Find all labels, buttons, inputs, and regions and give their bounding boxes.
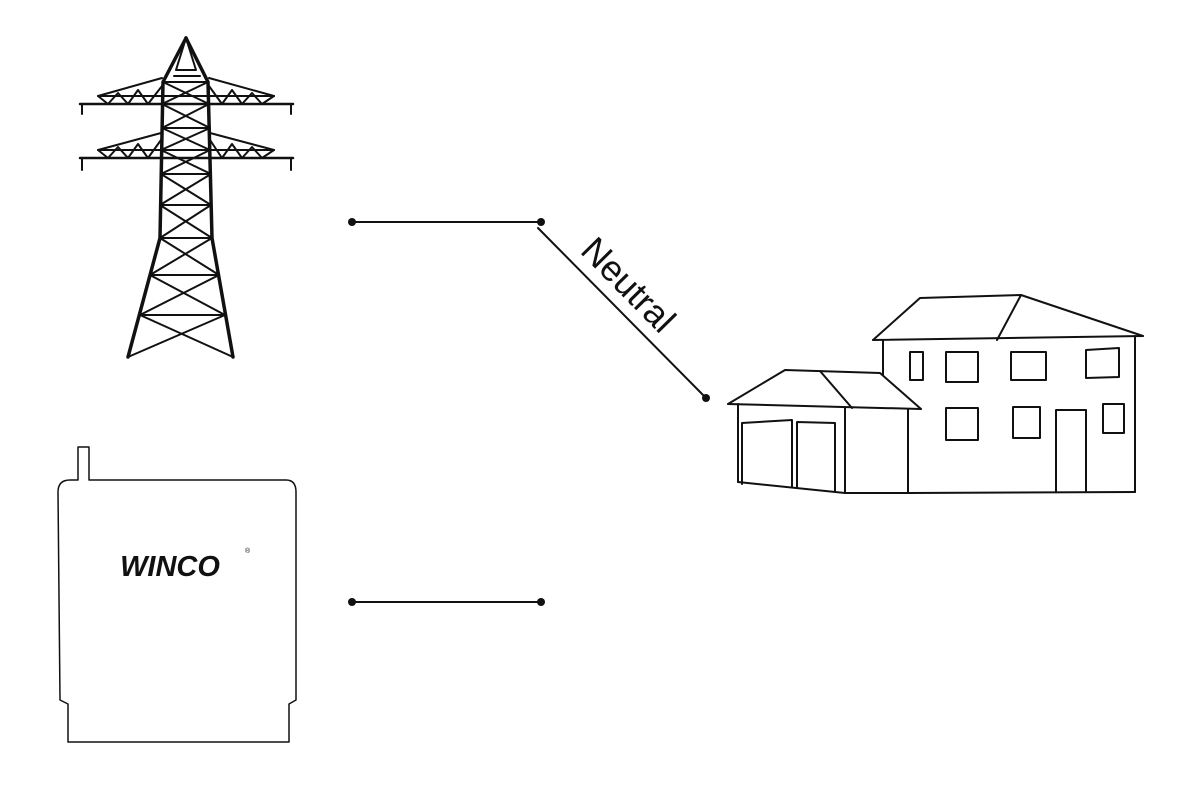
generator-wire [348,598,545,606]
house-terminal [702,394,710,402]
utility-terminal-right [537,218,545,226]
utility-terminal-left [348,218,356,226]
power-transmission-tower-icon [78,36,295,359]
registered-mark: ® [245,547,251,555]
neutral-label: Neutral [573,229,684,341]
generator-brand-logo: WINCO [120,551,220,583]
generator-terminal-left [348,598,356,606]
neutral-wire: Neutral [537,227,710,402]
utility-wire [348,218,545,226]
generator-terminal-right [537,598,545,606]
house-icon [727,294,1144,494]
standby-generator-icon: WINCO ® [57,446,297,743]
